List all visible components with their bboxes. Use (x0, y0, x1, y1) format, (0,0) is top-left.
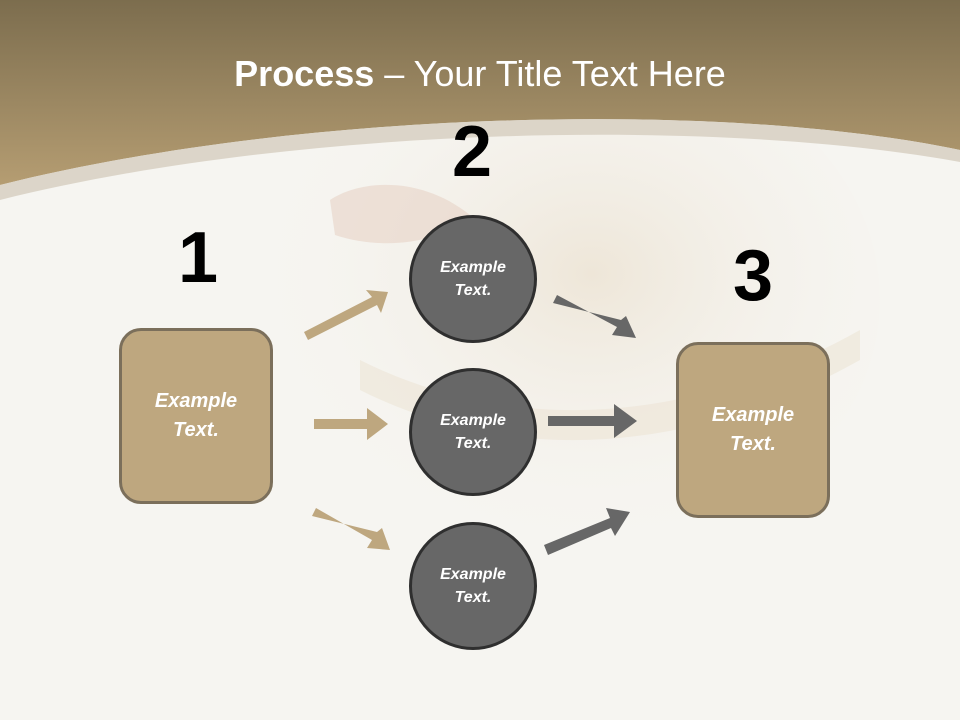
page-title: Process – Your Title Text Here (0, 52, 960, 96)
circle-bottom-text: Example Text. (440, 566, 506, 606)
right-process-box: Example Text. (676, 342, 830, 518)
step-number-3: 3 (732, 236, 774, 316)
circle-middle-text: Example Text. (440, 412, 506, 452)
right-box-text: Example Text. (711, 404, 795, 455)
arrow-right-tan (314, 408, 388, 440)
arrow-down-right-tan (312, 508, 390, 550)
arrow-up-right-tan (304, 290, 388, 340)
process-circle-middle: Example Text. (409, 368, 537, 496)
circle-top-text: Example Text. (440, 259, 506, 299)
header-band (0, 0, 960, 185)
arrow-down-right-gray (553, 295, 636, 338)
process-circle-top: Example Text. (409, 215, 537, 343)
step-number-2: 2 (451, 112, 493, 192)
arrow-up-right-gray (544, 508, 630, 555)
left-box-text: Example Text. (154, 390, 238, 441)
process-circle-bottom: Example Text. (409, 522, 537, 650)
arrow-right-gray (548, 404, 637, 438)
title-rest: – Your Title Text Here (374, 53, 726, 94)
step-number-1: 1 (177, 218, 219, 298)
title-bold: Process (234, 53, 375, 94)
left-process-box: Example Text. (119, 328, 273, 504)
